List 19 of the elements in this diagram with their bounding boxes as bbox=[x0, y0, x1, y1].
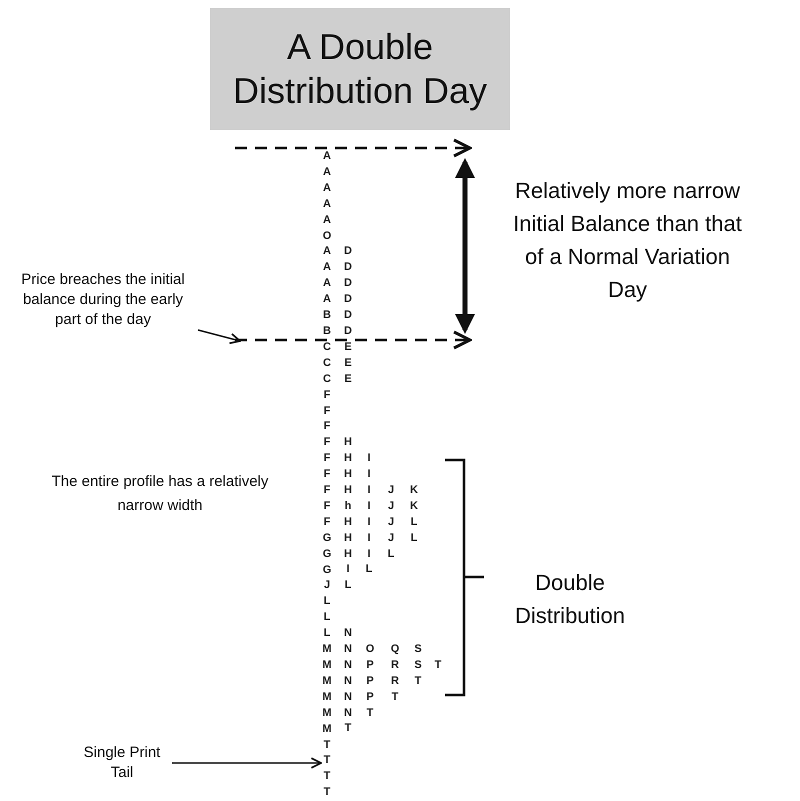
tpo-letter-column: N N N N N N T bbox=[342, 626, 354, 738]
annotation-text: The entire profile has a relatively narrow width bbox=[50, 472, 270, 516]
tpo-letter-column: O P P P T bbox=[364, 642, 376, 722]
annotation-text: Relatively more narrow Initial Balance than that of a Normal Variation Day bbox=[512, 177, 743, 304]
leader-arrow bbox=[198, 329, 241, 344]
tpo-letter-column: D D D D D D E E E bbox=[342, 244, 354, 388]
leader-arrow bbox=[172, 757, 322, 769]
tpo-letter-column: Q R R T bbox=[389, 642, 401, 706]
tpo-letter-column: J J J J L bbox=[385, 482, 397, 562]
tpo-letter-column: S S T bbox=[412, 642, 424, 690]
tpo-letter-column: T bbox=[432, 658, 444, 674]
tpo-letter-column: K K L L bbox=[408, 482, 420, 547]
tpo-letter-column: H H H H h H H H I L bbox=[342, 435, 354, 594]
tpo-letter-column: I I I I I I I L bbox=[363, 451, 375, 578]
tpo-letter-column: A A A A A O A A A A B B C C C F F F F F F F F F G G G J L L L M M M M M M T T T T bbox=[321, 149, 333, 801]
annotation-text: Single Print Tail bbox=[72, 743, 172, 783]
title-box: A Double Distribution Day bbox=[210, 8, 510, 130]
annotation-text: Price breaches the initial balance during the early part of the day bbox=[8, 270, 198, 330]
bracket-label: Double Distribution bbox=[514, 569, 626, 630]
